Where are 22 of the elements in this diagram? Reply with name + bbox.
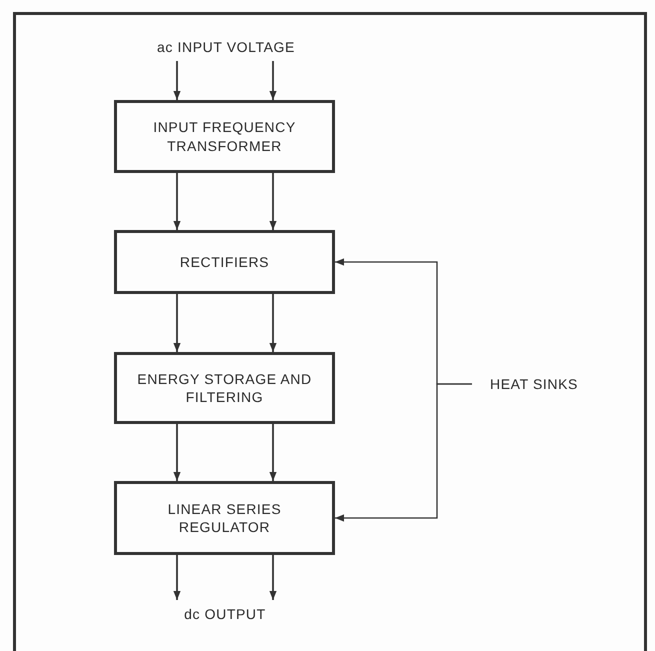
process-box [114, 100, 335, 173]
signal-label: ac INPUT VOLTAGE [140, 36, 312, 58]
arrow [173, 294, 181, 352]
arrow [269, 61, 277, 100]
arrow [173, 61, 181, 100]
arrow [269, 294, 277, 352]
arrow [335, 383, 472, 522]
arrow [269, 173, 277, 230]
process-box [114, 230, 335, 294]
arrow [269, 555, 277, 600]
box-label: LINEAR SERIES REGULATOR [166, 500, 282, 536]
box-label: ENERGY STORAGE AND FILTERING [137, 370, 312, 406]
arrow [173, 173, 181, 230]
arrow [173, 555, 181, 600]
signal-label: dc OUTPUT [170, 603, 280, 625]
box-label: RECTIFIERS [180, 252, 270, 272]
arrow [173, 424, 181, 481]
signal-label: HEAT SINKS [478, 373, 590, 395]
process-box [114, 481, 335, 555]
box-label: INPUT FREQUENCY TRANSFORMER [152, 118, 297, 155]
arrow [269, 424, 277, 481]
process-box [114, 352, 335, 424]
